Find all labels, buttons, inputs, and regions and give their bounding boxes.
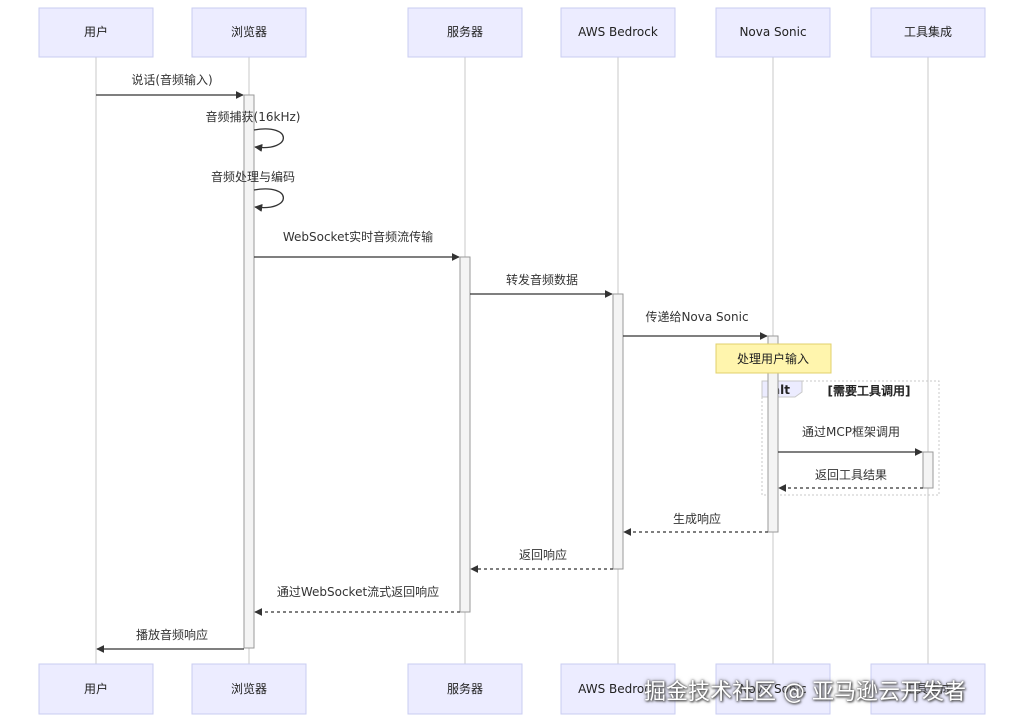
participant-nova-bottom xyxy=(715,663,831,715)
alt-frame xyxy=(761,380,940,496)
participant-label-server-bottom: 服务器 xyxy=(447,681,483,696)
participant-label-tools-bottom: 工具集成 xyxy=(904,681,952,696)
message-label-websocket: WebSocket实时音频流传输 xyxy=(283,229,433,244)
participant-browser-bottom xyxy=(191,663,307,715)
participant-label-bedrock-bottom: AWS Bedrock xyxy=(578,682,658,696)
note-text: 处理用户输入 xyxy=(737,351,809,366)
participant-user xyxy=(38,7,154,58)
message-label-tool-result: 返回工具结果 xyxy=(815,468,887,482)
participant-label-browser: 浏览器 xyxy=(231,24,267,39)
participants-bottom: 用户 浏览器 服务器 AWS Bedrock Nova Sonic 工具集成 xyxy=(38,663,986,715)
participant-label-bedrock: AWS Bedrock xyxy=(578,25,658,39)
watermark: 掘金技术社区 @ 亚马逊云开发者 xyxy=(644,680,966,705)
alt-condition: [需要工具调用] xyxy=(828,383,911,398)
activation-browser xyxy=(243,94,255,649)
messages: 说话(音频输入) 音频捕获(16kHz) 音频处理与编码 WebSocket实时… xyxy=(96,72,923,653)
message-label-encode: 音频处理与编码 xyxy=(211,169,295,184)
message-label-speak: 说话(音频输入) xyxy=(131,72,212,87)
participant-browser xyxy=(191,7,307,58)
message-label-return: 返回响应 xyxy=(519,547,567,562)
participant-label-browser-bottom: 浏览器 xyxy=(231,681,267,696)
participant-server xyxy=(407,7,523,58)
activation-bedrock xyxy=(612,293,624,570)
message-label-stream-back: 通过WebSocket流式返回响应 xyxy=(277,584,439,599)
activations xyxy=(243,94,934,649)
participant-server-bottom xyxy=(407,663,523,715)
note-process-input: 处理用户输入 xyxy=(715,343,832,374)
participants-top: 用户 浏览器 服务器 AWS Bedrock Nova Sonic 工具集成 xyxy=(38,7,986,58)
participant-label-server: 服务器 xyxy=(447,24,483,39)
participant-nova xyxy=(715,7,831,58)
activation-server xyxy=(459,256,471,613)
participant-tools-bottom xyxy=(870,663,986,715)
message-label-generate: 生成响应 xyxy=(673,511,721,526)
activation-nova xyxy=(767,335,779,533)
message-label-mcp-call: 通过MCP框架调用 xyxy=(802,425,900,439)
message-label-capture: 音频捕获(16kHz) xyxy=(206,109,301,124)
participant-label-user-bottom: 用户 xyxy=(84,681,108,696)
participant-label-tools: 工具集成 xyxy=(904,24,952,39)
message-label-play: 播放音频响应 xyxy=(136,627,208,642)
participant-bedrock-bottom xyxy=(560,663,676,715)
message-arrow-encode xyxy=(253,188,284,212)
participant-label-nova: Nova Sonic xyxy=(739,25,806,39)
participant-tools xyxy=(870,7,986,58)
participant-label-nova-bottom: Nova Sonic xyxy=(739,682,806,696)
participant-bedrock xyxy=(560,7,676,58)
message-label-forward: 转发音频数据 xyxy=(506,272,578,287)
activation-tools xyxy=(922,451,934,489)
participant-user-bottom xyxy=(38,663,154,715)
message-label-pass-nova: 传递给Nova Sonic xyxy=(645,309,748,324)
message-arrow-capture xyxy=(253,128,284,152)
participant-label-user: 用户 xyxy=(84,24,108,39)
note-box xyxy=(715,343,832,374)
